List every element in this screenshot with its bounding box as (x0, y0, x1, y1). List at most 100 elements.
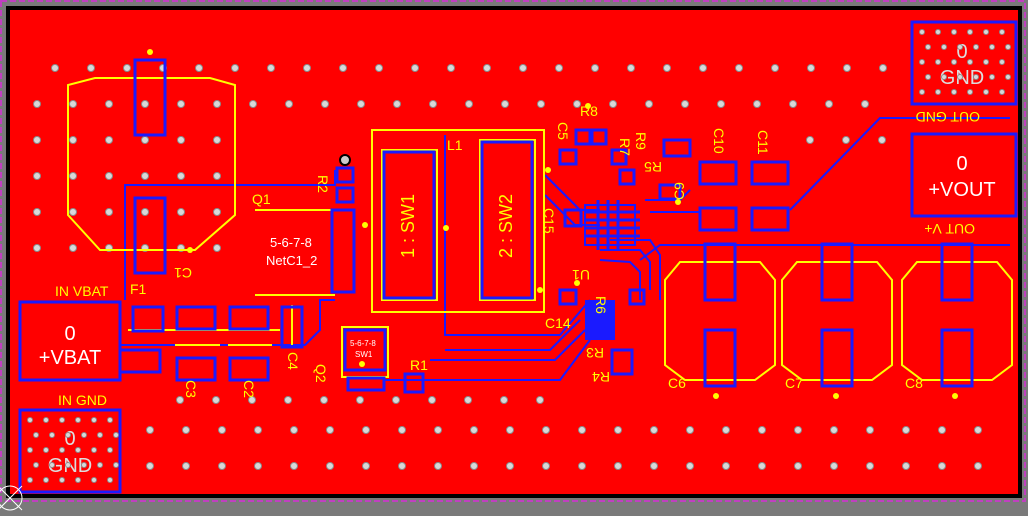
via (91, 447, 97, 453)
sw1-outline (381, 149, 438, 301)
via (267, 64, 275, 72)
via (87, 64, 95, 72)
via (75, 477, 81, 483)
via (91, 477, 97, 483)
c5-pad (558, 148, 578, 166)
c11-pad-bottom (750, 206, 790, 232)
via (542, 462, 550, 470)
via (663, 64, 671, 72)
via (59, 417, 65, 423)
via (177, 136, 185, 144)
via (218, 462, 226, 470)
via (500, 396, 508, 404)
via (43, 477, 49, 483)
r5-pad (618, 168, 636, 186)
via (107, 417, 113, 423)
label-l1: L1 (447, 137, 463, 153)
via (807, 64, 815, 72)
trace-bottom-3 (445, 319, 581, 351)
via (33, 208, 41, 216)
via (609, 100, 617, 108)
via (33, 100, 41, 108)
c4-pad (280, 305, 304, 349)
via (973, 44, 979, 50)
via (393, 100, 401, 108)
via (357, 100, 365, 108)
via (573, 100, 581, 108)
via (59, 447, 65, 453)
via (753, 100, 761, 108)
via (33, 432, 39, 438)
via (182, 426, 190, 434)
via (941, 74, 947, 80)
via (878, 136, 886, 144)
via (974, 426, 982, 434)
via (951, 89, 957, 95)
via (758, 462, 766, 470)
r8-pad-1 (574, 128, 592, 146)
pin-1-dot (713, 393, 719, 399)
via (43, 417, 49, 423)
via (398, 426, 406, 434)
gnd-in-pad[interactable] (18, 408, 122, 494)
r4-pad (610, 348, 634, 376)
via (107, 447, 113, 453)
via (69, 172, 77, 180)
label-out-v: OUT V+ (924, 221, 975, 237)
gnd-out-pad[interactable] (910, 20, 1018, 106)
vbat-name: +VBAT (39, 347, 101, 369)
via (254, 426, 262, 434)
via (614, 462, 622, 470)
via (519, 64, 527, 72)
via (213, 208, 221, 216)
via (254, 462, 262, 470)
sw2-pad (480, 140, 534, 300)
via (69, 136, 77, 144)
component-pads (118, 58, 974, 394)
r1-pad (403, 372, 425, 394)
via (627, 64, 635, 72)
via (213, 172, 221, 180)
via (537, 100, 545, 108)
via (69, 100, 77, 108)
via (794, 426, 802, 434)
via (501, 100, 509, 108)
label-r3: R3 (586, 345, 604, 361)
q2-legs (346, 376, 386, 392)
trace-sw-loop (444, 135, 591, 336)
via (392, 396, 400, 404)
via (999, 29, 1005, 35)
c1-pad-top (133, 58, 167, 137)
label-out-gnd: OUT GND (916, 109, 980, 125)
u1-pad (585, 300, 615, 340)
q2-pad (343, 328, 387, 372)
via (989, 74, 995, 80)
label-f1: F1 (130, 281, 147, 297)
c1-pad-bottom (133, 196, 167, 275)
via (339, 64, 347, 72)
f1-pad-1 (131, 305, 165, 333)
vout-pad[interactable] (910, 132, 1018, 218)
via (536, 396, 544, 404)
via (176, 396, 184, 404)
via (470, 426, 478, 434)
r8-pad-2 (590, 128, 608, 146)
q2-pins-label: 5-6-7-8 (350, 339, 376, 348)
trace-out-2 (639, 244, 1010, 261)
vout-name: +VOUT (928, 179, 995, 201)
label-r4: R4 (592, 369, 610, 385)
via (699, 64, 707, 72)
traces (120, 117, 1010, 381)
c11-pad-top (750, 160, 790, 186)
pin-1-dot (585, 103, 591, 109)
via (722, 462, 730, 470)
label-c11: C11 (755, 130, 771, 155)
vbat-pad[interactable] (18, 300, 122, 382)
via (49, 462, 55, 468)
label-sw1: 1 : SW1 (398, 194, 418, 258)
pin-1-dot (545, 167, 551, 173)
copper-pour (10, 10, 1018, 494)
label-r6: R6 (593, 296, 609, 314)
origin-marker-icon (0, 485, 23, 511)
via (177, 208, 185, 216)
